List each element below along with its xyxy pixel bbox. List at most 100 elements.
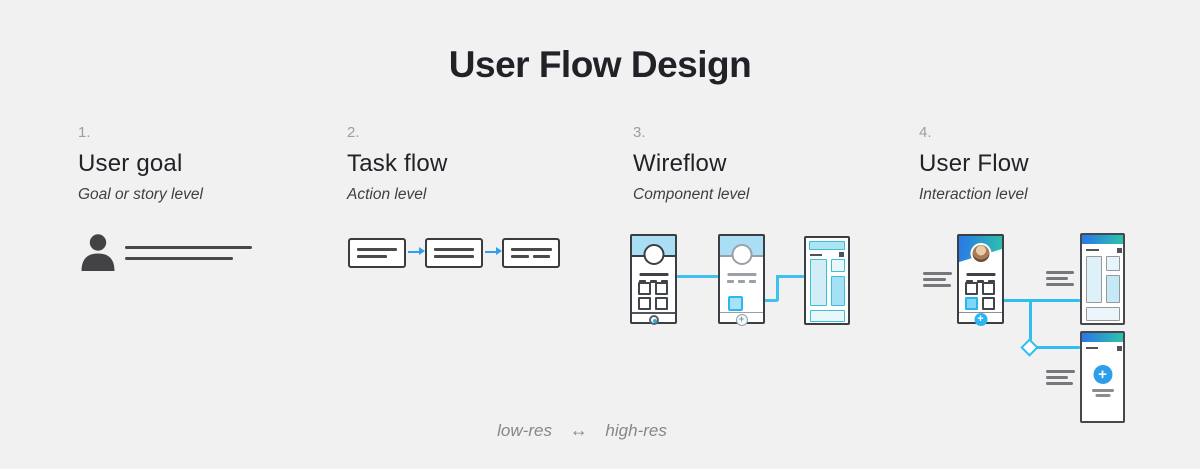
annotation-line [923, 284, 951, 287]
bottom-bar [959, 312, 1002, 313]
text-placeholder-line [966, 273, 995, 276]
step-number: 3. [633, 124, 646, 141]
step-number: 1. [78, 124, 91, 141]
low-res-label: low-res [497, 421, 552, 440]
connector-line [1036, 346, 1080, 349]
text-placeholder-line [1086, 249, 1099, 251]
text-placeholder-line [125, 246, 252, 249]
text-placeholder-line [1086, 347, 1098, 349]
connector-line [1029, 299, 1032, 344]
add-plus-button: + [1093, 365, 1112, 384]
dash-placeholder [738, 280, 745, 283]
text-placeholder-line [1091, 389, 1114, 392]
fab-plus-button: + [974, 313, 987, 326]
step-title: User goal [78, 150, 183, 177]
annotation-line [1046, 271, 1074, 274]
annotation-line [1046, 277, 1068, 280]
dash-placeholder [661, 280, 668, 283]
connector-line [776, 275, 779, 301]
avatar-photo [970, 243, 991, 264]
step-3-header: 3. Wireflow Component level [633, 124, 883, 204]
text-placeholder-line [357, 255, 387, 258]
phone-wireframe-layout [804, 236, 850, 325]
high-res-label: high-res [605, 421, 667, 440]
annotation-line [923, 272, 952, 275]
content-block [1086, 307, 1120, 321]
menu-square-icon [1117, 345, 1122, 351]
grid-tile [638, 282, 651, 295]
phone-wireframe-menu [630, 234, 677, 325]
grid-tile [655, 297, 668, 310]
grid-tile [655, 282, 668, 295]
content-block [810, 310, 845, 322]
arrow-right-icon [485, 247, 502, 255]
bottom-bar [720, 312, 763, 313]
selected-component-square [965, 297, 978, 310]
step-subtitle: Interaction level [919, 186, 1028, 203]
resolution-caption: low-res ↔ high-res [0, 420, 1164, 441]
task-node [348, 238, 406, 268]
grid-tile [965, 282, 978, 295]
dash-placeholder [966, 280, 973, 283]
step-4-header: 4. User Flow Interaction level [919, 124, 1169, 204]
text-placeholder-line [434, 248, 474, 251]
annotation-line [923, 278, 946, 281]
connector-line [776, 275, 804, 278]
text-placeholder-line [810, 254, 822, 256]
nav-circle-icon [648, 315, 659, 325]
annotation-line [1046, 370, 1075, 373]
text-placeholder-line [639, 273, 668, 276]
plus-circle-icon: + [735, 314, 748, 326]
annotation-line [1046, 382, 1073, 385]
left-right-arrow-icon: ↔ [569, 420, 588, 440]
text-placeholder-line [727, 273, 756, 276]
phone-mockup-layout [1080, 233, 1125, 325]
dash-placeholder [727, 280, 734, 283]
content-block [810, 259, 827, 306]
dash-placeholder [977, 280, 984, 283]
page-title: User Flow Design [448, 44, 752, 85]
step-number: 2. [347, 124, 360, 141]
menu-square-icon [839, 252, 844, 257]
task-node [425, 238, 483, 268]
bottom-bar [632, 312, 675, 314]
step-number: 4. [919, 124, 932, 141]
step-subtitle: Action level [347, 186, 427, 203]
phone-mockup-create: + [1080, 331, 1125, 423]
grid-tile [982, 282, 995, 295]
content-block [830, 275, 845, 306]
dash-placeholder [988, 280, 995, 283]
content-block [1105, 256, 1120, 271]
menu-square-icon [1117, 247, 1122, 253]
step-subtitle: Component level [633, 186, 750, 203]
task-node [502, 238, 560, 268]
person-icon [81, 234, 115, 271]
arrow-right-icon [408, 247, 425, 255]
avatar-circle [643, 244, 664, 265]
annotation-line [1046, 376, 1068, 379]
step-title: Wireflow [633, 150, 727, 177]
dash-placeholder [639, 280, 646, 283]
connector-line [677, 275, 718, 278]
step-title: User Flow [919, 150, 1029, 177]
text-placeholder-line [533, 255, 550, 258]
gradient-header [1082, 333, 1123, 342]
dash-placeholder [650, 280, 657, 283]
step-2-header: 2. Task flow Action level [347, 124, 597, 204]
content-block [1086, 256, 1102, 303]
text-placeholder-line [511, 255, 529, 258]
text-placeholder-line [511, 248, 552, 251]
text-placeholder-line [357, 248, 397, 251]
gradient-header [1082, 235, 1123, 244]
component-square [728, 296, 743, 311]
phone-wireframe-component: + [718, 234, 765, 326]
grid-tile [982, 297, 995, 310]
text-placeholder-line [434, 255, 474, 258]
text-placeholder-line [1095, 394, 1110, 397]
header-block [809, 241, 845, 250]
content-block [830, 259, 845, 272]
text-placeholder-line [125, 257, 233, 260]
annotation-line [1046, 283, 1074, 286]
content-block [1105, 274, 1120, 303]
